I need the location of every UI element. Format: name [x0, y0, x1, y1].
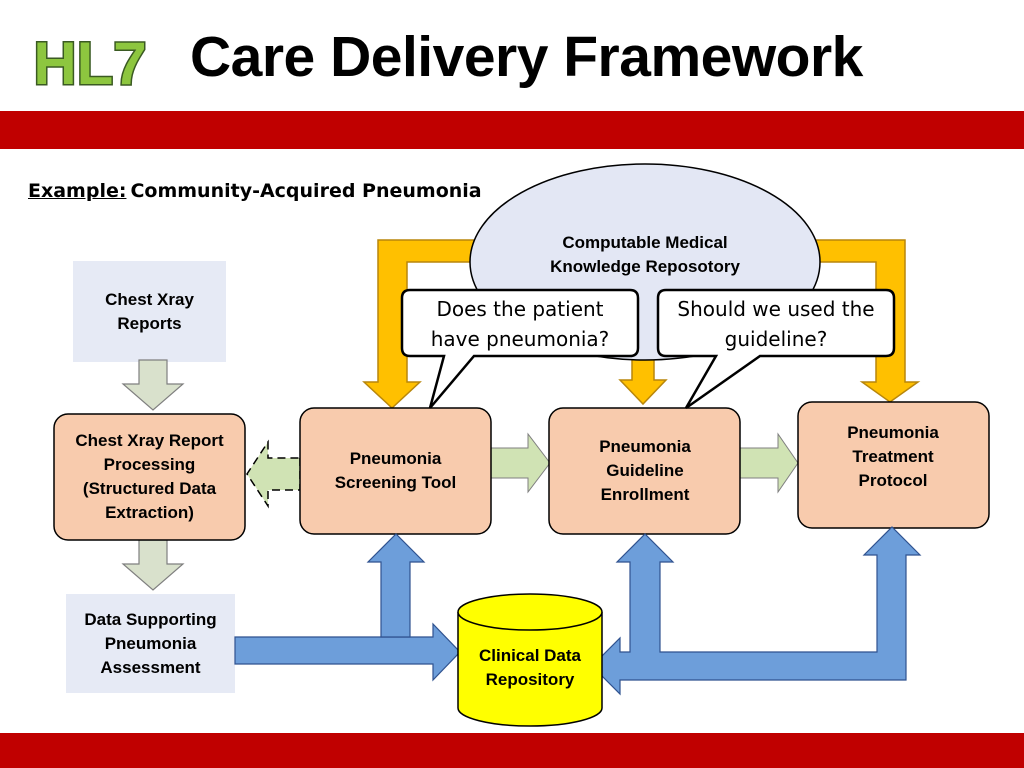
- page-title: Care Delivery Framework: [190, 25, 863, 89]
- screening-tool-label: Pneumonia Screening Tool: [334, 449, 457, 492]
- chest-xray-processing-box: [53, 413, 246, 541]
- callout-question-2: Should we used the guideline?: [677, 297, 875, 351]
- callout-bubble-1: [400, 288, 640, 409]
- header-band: [0, 111, 1024, 149]
- callout-bubble-2: [656, 288, 896, 410]
- example-caption: Example:Community-Acquired Pneumonia: [28, 180, 482, 202]
- data-supporting-box: [66, 594, 235, 693]
- example-label: Example:: [28, 180, 127, 202]
- chest-xray-reports-label: Chest Xray Reports: [105, 289, 194, 333]
- green-arrow-2: [735, 432, 799, 494]
- gray-arrow-down-2: [121, 539, 185, 591]
- example-text: Community-Acquired Pneumonia: [130, 180, 482, 202]
- data-supporting-label: Data Supporting Pneumonia Assessment: [84, 609, 217, 677]
- green-arrow-1: [487, 432, 551, 494]
- treatment-protocol-label: Pneumonia Treatment Protocol: [847, 423, 939, 490]
- chest-xray-processing-label: Chest Xray Report Processing (Structured…: [75, 431, 224, 522]
- knowledge-repository-label: Computable Medical Knowledge Reposotory: [550, 233, 740, 276]
- blue-arrow-screening-tool: [366, 533, 426, 638]
- blue-arrow-data-to-repository: [234, 622, 461, 682]
- footer-band: [0, 733, 1024, 768]
- hl7-logo: HL7: [32, 29, 148, 99]
- callout-question-1: Does the patient have pneumonia?: [430, 297, 610, 351]
- dashed-arrow-left: [246, 439, 301, 509]
- clinical-repository-label: Clinical Data Repository: [478, 646, 582, 689]
- guideline-enrollment-label: Pneumonia Guideline Enrollment: [599, 437, 691, 504]
- clinical-repository-cylinder: [457, 593, 603, 727]
- gray-arrow-down-1: [121, 359, 185, 411]
- chest-xray-reports-box: [73, 261, 226, 362]
- gold-arrow-right: [799, 239, 921, 403]
- blue-arrow-repository-to-right: [591, 526, 922, 696]
- hl7-logo-text: HL7: [33, 30, 146, 97]
